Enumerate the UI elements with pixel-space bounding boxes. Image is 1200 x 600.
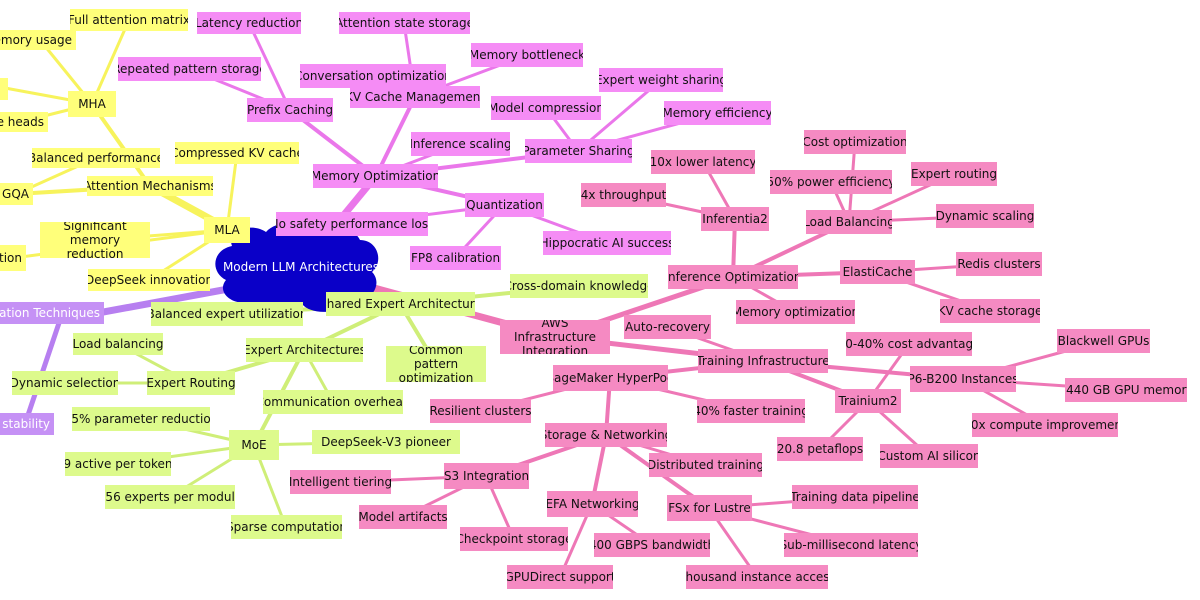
kv-cache-storage-node[interactable]: KV cache storage bbox=[940, 299, 1040, 323]
sparse-computation-node[interactable]: Sparse computation bbox=[231, 515, 342, 539]
hippocratic-success-node[interactable]: Hippocratic AI success bbox=[543, 231, 671, 255]
petaflops-node[interactable]: 20.8 petaflops bbox=[777, 437, 863, 461]
significant-memory-reduction-node[interactable]: Significant memory reduction bbox=[40, 222, 150, 258]
mla-node[interactable]: MLA bbox=[204, 217, 250, 243]
cost-optimization-node[interactable]: Cost optimization bbox=[804, 130, 906, 154]
inferentia2-node[interactable]: Inferentia2 bbox=[701, 207, 769, 231]
sagemaker-hyperpod-node[interactable]: SageMaker HyperPod bbox=[553, 365, 668, 391]
shared-expert-architecture-node[interactable]: Shared Expert Architecture bbox=[326, 292, 475, 316]
quantization-node[interactable]: Quantization bbox=[465, 193, 544, 217]
stability-node[interactable]: g stability bbox=[0, 413, 54, 435]
cross-domain-knowledge-node[interactable]: Cross-domain knowledge bbox=[510, 274, 648, 298]
training-infrastructure-node[interactable]: Training Infrastructure bbox=[698, 349, 828, 373]
model-artifacts-node[interactable]: Model artifacts bbox=[359, 505, 447, 529]
connector-line bbox=[90, 18, 131, 106]
tion-node[interactable]: tion bbox=[0, 245, 26, 271]
attention-mechanisms-node[interactable]: Attention Mechanisms bbox=[87, 176, 213, 196]
connector-line bbox=[374, 95, 417, 178]
gpu-memory-node[interactable]: 1440 GB GPU memory bbox=[1065, 378, 1187, 402]
auto-recovery-node[interactable]: Auto-recovery bbox=[624, 315, 711, 339]
throughput-node[interactable]: 4x throughput bbox=[581, 183, 666, 207]
distributed-training-node[interactable]: Distributed training bbox=[649, 453, 762, 477]
expert-routing-node[interactable]: Expert Routing bbox=[147, 371, 235, 395]
mha-node[interactable]: MHA bbox=[68, 91, 116, 117]
p6-instances-node[interactable]: P6-B200 Instances bbox=[910, 366, 1016, 392]
aws-integration-node[interactable]: AWS Infrastructure Integration bbox=[500, 320, 610, 354]
partial-node-left bbox=[0, 78, 8, 100]
communication-overhead-node[interactable]: Communication overhead bbox=[263, 390, 403, 414]
memory-bottleneck-node[interactable]: Memory bottleneck bbox=[471, 43, 583, 67]
s3-integration-node[interactable]: S3 Integration bbox=[444, 463, 529, 489]
balanced-performance-node[interactable]: Balanced performance bbox=[32, 148, 160, 168]
bandwidth-node[interactable]: 400 GBPS bandwidth bbox=[594, 533, 710, 557]
root-node-label[interactable]: Modern LLM Architectures bbox=[222, 260, 380, 274]
instance-access-node[interactable]: Thousand instance access bbox=[686, 565, 828, 589]
gqa-node[interactable]: GQA bbox=[0, 183, 33, 205]
param-reduction-node[interactable]: 85% parameter reduction bbox=[72, 407, 210, 431]
faster-training-node[interactable]: 40% faster training bbox=[697, 399, 805, 423]
power-efficiency-node[interactable]: 50% power efficiency bbox=[770, 170, 892, 194]
storage-networking-node[interactable]: Storage & Networking bbox=[545, 423, 667, 447]
root-node-cloud bbox=[215, 223, 379, 313]
fsx-lustre-node[interactable]: FSx for Lustre bbox=[667, 495, 752, 521]
connector-line bbox=[90, 102, 152, 188]
blackwell-gpus-node[interactable]: Blackwell GPUs bbox=[1057, 329, 1150, 353]
expert-weight-sharing-node[interactable]: Expert weight sharing bbox=[599, 68, 723, 92]
memory-optimization-aws-node[interactable]: Memory optimization bbox=[736, 300, 855, 324]
inference-scaling-node[interactable]: Inference scaling bbox=[411, 132, 510, 156]
conversation-optimization-node[interactable]: Conversation optimization bbox=[300, 64, 446, 88]
expert-architectures-node[interactable]: Expert Architectures bbox=[246, 338, 363, 362]
load-balancing-aws-node[interactable]: Load Balancing bbox=[806, 210, 892, 234]
compute-improvement-node[interactable]: 20x compute improvement bbox=[972, 413, 1118, 437]
common-pattern-optimization-node[interactable]: Common pattern optimization bbox=[386, 346, 486, 382]
efa-networking-node[interactable]: EFA Networking bbox=[547, 491, 638, 517]
model-compression-node[interactable]: Model compression bbox=[491, 96, 601, 120]
elasticache-node[interactable]: ElastiCache bbox=[840, 260, 915, 284]
prefix-caching-node[interactable]: Prefix Caching bbox=[247, 98, 333, 122]
no-safety-loss-node[interactable]: No safety performance loss bbox=[276, 212, 428, 236]
deepseek-v3-node[interactable]: DeepSeek-V3 pioneer bbox=[312, 430, 460, 454]
repeated-pattern-storage-node[interactable]: Repeated pattern storage bbox=[118, 57, 261, 81]
latency-reduction-node[interactable]: Latency reduction bbox=[197, 12, 301, 34]
memory-efficiency-node[interactable]: Memory efficiency bbox=[664, 101, 771, 125]
dynamic-scaling-node[interactable]: Dynamic scaling bbox=[936, 204, 1034, 228]
balanced-expert-utilization-node[interactable]: Balanced expert utilization bbox=[151, 302, 303, 326]
active-per-token-node[interactable]: 9 active per token bbox=[65, 452, 171, 476]
expert-routing-aws-node[interactable]: Expert routing bbox=[911, 162, 997, 186]
lower-latency-node[interactable]: 10x lower latency bbox=[651, 150, 755, 174]
sub-ms-latency-node[interactable]: Sub-millisecond latency bbox=[784, 533, 918, 557]
load-balancing-node[interactable]: Load balancing bbox=[73, 333, 163, 355]
experts-per-module-node[interactable]: 256 experts per module bbox=[105, 485, 235, 509]
attention-state-storage-node[interactable]: Attention state storage bbox=[339, 12, 470, 34]
dynamic-selection-node[interactable]: Dynamic selection bbox=[12, 371, 118, 395]
connector-line bbox=[247, 21, 292, 112]
resilient-clusters-node[interactable]: Resilient clusters bbox=[430, 399, 531, 423]
deepseek-innovation-node[interactable]: DeepSeek innovation bbox=[88, 269, 210, 291]
fp8-calibration-node[interactable]: FP8 calibration bbox=[410, 246, 501, 270]
full-attention-matrix-node[interactable]: Full attention matrix bbox=[70, 9, 188, 31]
compressed-kv-cache-node[interactable]: Compressed KV cache bbox=[175, 142, 299, 164]
kv-cache-management-node[interactable]: KV Cache Management bbox=[350, 86, 480, 108]
gpudirect-node[interactable]: GPUDirect support bbox=[507, 565, 613, 589]
checkpoint-storage-node[interactable]: Checkpoint storage bbox=[460, 527, 568, 551]
training-data-pipeline-node[interactable]: Training data pipeline bbox=[792, 485, 918, 509]
moe-node[interactable]: MoE bbox=[229, 430, 279, 460]
custom-silicon-node[interactable]: Custom AI silicon bbox=[880, 444, 978, 468]
intelligent-tiering-node[interactable]: Intelligent tiering bbox=[290, 470, 391, 494]
memory-usage-node[interactable]: memory usage bbox=[0, 30, 76, 50]
optimization-techniques-node[interactable]: ization Techniques bbox=[0, 302, 104, 324]
value-heads-node[interactable]: ue heads bbox=[0, 112, 48, 132]
redis-clusters-node[interactable]: Redis clusters bbox=[956, 252, 1042, 276]
inference-optimization-node[interactable]: Inference Optimization bbox=[668, 265, 798, 289]
trainium2-node[interactable]: Trainium2 bbox=[835, 389, 901, 413]
cost-advantage-node[interactable]: 30-40% cost advantage bbox=[846, 332, 972, 356]
memory-optimization-node[interactable]: Memory Optimization bbox=[313, 164, 438, 188]
parameter-sharing-node[interactable]: Parameter Sharing bbox=[525, 139, 632, 163]
